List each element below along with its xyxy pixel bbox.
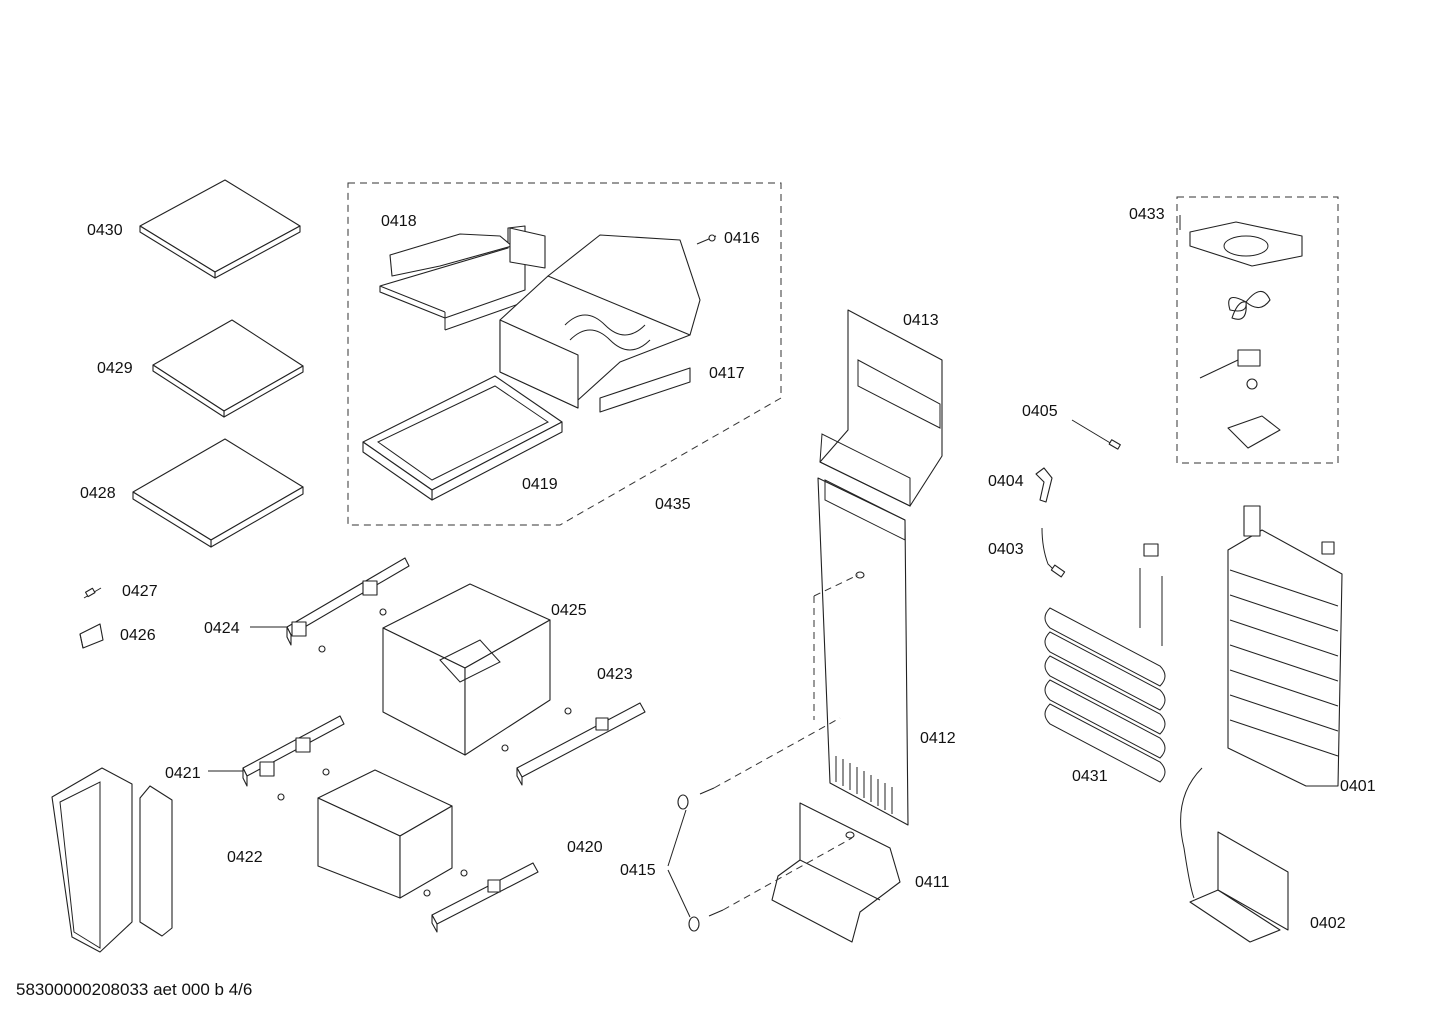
rail-0421 <box>242 715 345 801</box>
label-0416: 0416 <box>724 230 760 247</box>
ice-maker-assembly <box>499 234 701 413</box>
shelf-0429 <box>152 319 304 418</box>
rail-0420 <box>423 862 539 933</box>
rail-0424 <box>286 557 410 653</box>
drain-tray-0402 <box>1180 767 1289 943</box>
label-0420: 0420 <box>567 839 603 856</box>
label-0430: 0430 <box>87 222 123 239</box>
group-box-0435 <box>347 182 782 526</box>
label-0422: 0422 <box>227 849 263 866</box>
label-0427: 0427 <box>122 583 158 600</box>
group-box-0433 <box>1176 196 1339 464</box>
label-0418: 0418 <box>381 213 417 230</box>
label-0417: 0417 <box>709 365 745 382</box>
leader-lines <box>208 215 1181 772</box>
sensor-0405 <box>1071 419 1121 450</box>
label-0426: 0426 <box>120 627 156 644</box>
label-0428: 0428 <box>80 485 116 502</box>
label-0429: 0429 <box>97 360 133 377</box>
label-0423: 0423 <box>597 666 633 683</box>
label-0424: 0424 <box>204 620 240 637</box>
bin-0425 <box>382 583 551 756</box>
panel-0411 <box>771 802 901 943</box>
document-id: 58300000208033 aet 000 b 4/6 <box>16 980 253 999</box>
panel-0413 <box>819 309 943 507</box>
rail-0423 <box>501 702 646 786</box>
label-0425: 0425 <box>551 602 587 619</box>
panel-0412 <box>817 477 909 826</box>
fan-assembly-0433 <box>1189 221 1303 449</box>
label-0412: 0412 <box>920 730 956 747</box>
clip-0426 <box>79 623 104 649</box>
label-0405: 0405 <box>1022 403 1058 420</box>
label-0403: 0403 <box>988 541 1024 558</box>
label-0433: 0433 <box>1129 206 1165 223</box>
screw-0416 <box>696 234 717 245</box>
label-0419: 0419 <box>522 476 558 493</box>
shelf-0430 <box>139 179 301 279</box>
bin-0422 <box>317 769 453 899</box>
label-0411: 0411 <box>915 874 950 891</box>
cover-0418 <box>379 225 546 331</box>
label-0402: 0402 <box>1310 915 1346 932</box>
door-panel <box>51 767 173 953</box>
tray-0419 <box>362 375 563 501</box>
label-0401: 0401 <box>1340 778 1376 795</box>
evaporator-0401 <box>1227 505 1343 787</box>
label-0421: 0421 <box>165 765 201 782</box>
label-0404: 0404 <box>988 473 1024 490</box>
condenser-coil-0431 <box>1044 543 1166 783</box>
fasteners-0415 <box>667 574 859 932</box>
shelf-0428 <box>132 438 304 548</box>
label-0413: 0413 <box>903 312 939 329</box>
clip-0404 <box>1035 467 1053 503</box>
label-0435: 0435 <box>655 496 691 513</box>
heater-0403 <box>1041 527 1066 578</box>
label-0431: 0431 <box>1072 768 1108 785</box>
label-0415: 0415 <box>620 862 656 879</box>
pin-0427 <box>83 587 102 599</box>
